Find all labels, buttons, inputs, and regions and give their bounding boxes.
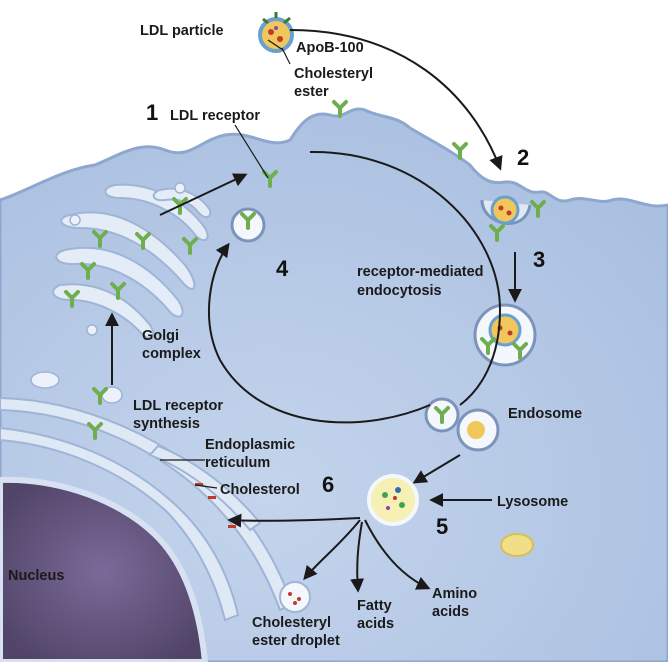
label-rme-line2: endocytosis <box>357 283 442 299</box>
step-6: 6 <box>322 472 334 497</box>
label-amino-line2: acids <box>432 604 469 620</box>
leader-lines <box>160 39 291 489</box>
label-er-line2: reticulum <box>205 455 270 471</box>
label-amino-line1: Amino <box>432 586 477 602</box>
endocytic-vesicle <box>473 303 537 367</box>
step-3: 3 <box>533 247 545 272</box>
label-nucleus: Nucleus <box>8 568 64 584</box>
endoplasmic-reticulum <box>0 396 294 622</box>
label-cholesterol: Cholesterol <box>220 482 300 498</box>
endosome <box>424 397 500 452</box>
label-cholesteryl-ester-line1: Cholesteryl <box>294 66 373 82</box>
step-5: 5 <box>436 514 448 539</box>
label-lysosome: Lysosome <box>497 494 568 510</box>
pathway-arrows <box>105 29 522 593</box>
ldl-particle <box>258 12 294 53</box>
label-cholesteryl-ester-line2: ester <box>294 84 329 100</box>
coated-pit <box>480 195 532 242</box>
recycling-vesicle <box>230 207 266 243</box>
label-droplet-line1: Cholesteryl <box>252 615 331 631</box>
cholesteryl-ester-droplet <box>279 581 311 613</box>
label-fatty-line2: acids <box>357 616 394 632</box>
label-golgi-line2: complex <box>142 346 201 362</box>
label-ldl-particle: LDL particle <box>140 23 224 39</box>
label-er-line1: Endoplasmic <box>205 437 295 453</box>
step-2: 2 <box>517 145 529 170</box>
golgi-complex <box>52 183 212 340</box>
nucleus <box>0 476 209 662</box>
label-fatty-line1: Fatty <box>357 598 392 614</box>
lysosome <box>500 533 534 557</box>
label-apob: ApoB-100 <box>296 40 364 56</box>
step-1: 1 <box>146 100 158 125</box>
label-golgi-line1: Golgi <box>142 328 179 344</box>
label-rme-line1: receptor-mediated <box>357 264 484 280</box>
label-endosome: Endosome <box>508 406 582 422</box>
label-synthesis-line1: LDL receptor <box>133 398 223 414</box>
step-4: 4 <box>276 256 289 281</box>
lysosome-fused <box>367 474 419 526</box>
label-synthesis-line2: synthesis <box>133 416 200 432</box>
label-droplet-line2: ester droplet <box>252 633 340 649</box>
label-ldl-receptor: LDL receptor <box>170 108 260 124</box>
